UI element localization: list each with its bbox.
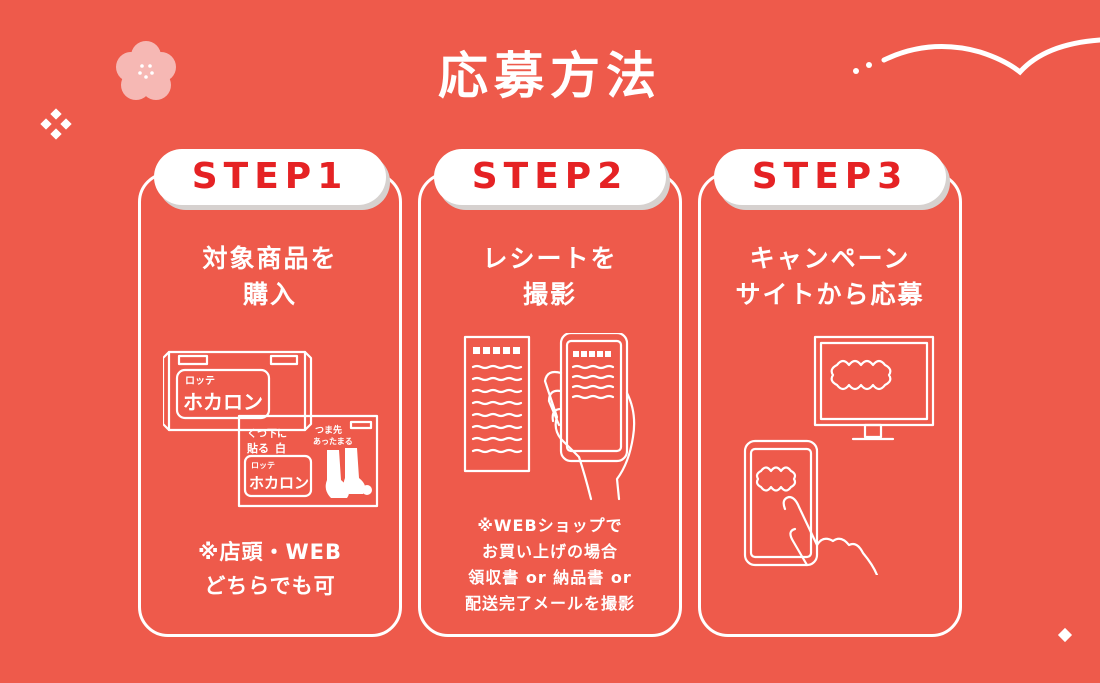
- svg-text:つま先: つま先: [315, 424, 342, 436]
- sparkle-icon: [40, 108, 72, 140]
- monitor-icon: [813, 335, 935, 441]
- step3-label: STEP3: [714, 149, 946, 205]
- smartphone-icon: [743, 439, 819, 567]
- wave-decoration: [853, 37, 1100, 76]
- svg-text:ホカロン: ホカロン: [183, 390, 263, 414]
- diamond-icon: [1057, 627, 1073, 643]
- hand-icon: [782, 495, 879, 575]
- svg-text:ホカロン: ホカロン: [249, 474, 309, 492]
- step1-note: ※店頭・WEB どちらでも可: [198, 540, 342, 598]
- step3-card: STEP3 キャンペーン サイトから応募: [698, 149, 962, 637]
- receipt-icon: [463, 335, 531, 473]
- step2-label: STEP2: [434, 149, 666, 205]
- smartphone-icon: [559, 333, 629, 463]
- step1-heading: 対象商品を 購入: [202, 244, 338, 309]
- step1-label: STEP1: [154, 149, 386, 205]
- apply-illustration: [743, 335, 935, 575]
- svg-text:ロッテ: ロッテ: [185, 375, 215, 387]
- sock-icon: [325, 450, 349, 498]
- flower-icon: [116, 41, 176, 100]
- step2-card: STEP2 レシートを 撮影: [418, 149, 682, 637]
- svg-text:あったまる: あったまる: [313, 436, 353, 446]
- svg-text:貼る: 貼る: [246, 441, 269, 455]
- receipt-phone-illustration: [463, 333, 636, 501]
- hand-icon: [543, 370, 636, 501]
- sock-icon: [343, 448, 366, 494]
- product-package-back: ロッテ ホカロン: [163, 350, 313, 432]
- product-illustration: ロッテ ホカロン くつ下に 貼る 白 ロッテ ホカロン つま先 あったまる: [163, 350, 379, 508]
- step2-heading: レシートを 撮影: [482, 244, 618, 309]
- svg-text:ロッテ: ロッテ: [251, 461, 275, 470]
- step2-note: ※WEBショップで お買い上げの場合 領収書 or 納品書 or 配送完了メール…: [464, 516, 635, 613]
- page-title: 応募方法: [438, 47, 662, 105]
- product-package-front: くつ下に 貼る 白 ロッテ ホカロン つま先 あったまる: [237, 414, 379, 508]
- svg-text:白: 白: [275, 441, 286, 455]
- step1-card: STEP1 対象商品を 購入 ロッテ ホカロン くつ下に 貼る 白: [138, 149, 402, 637]
- svg-text:くつ下に: くつ下に: [247, 428, 287, 440]
- step3-heading: キャンペーン サイトから応募: [735, 244, 925, 309]
